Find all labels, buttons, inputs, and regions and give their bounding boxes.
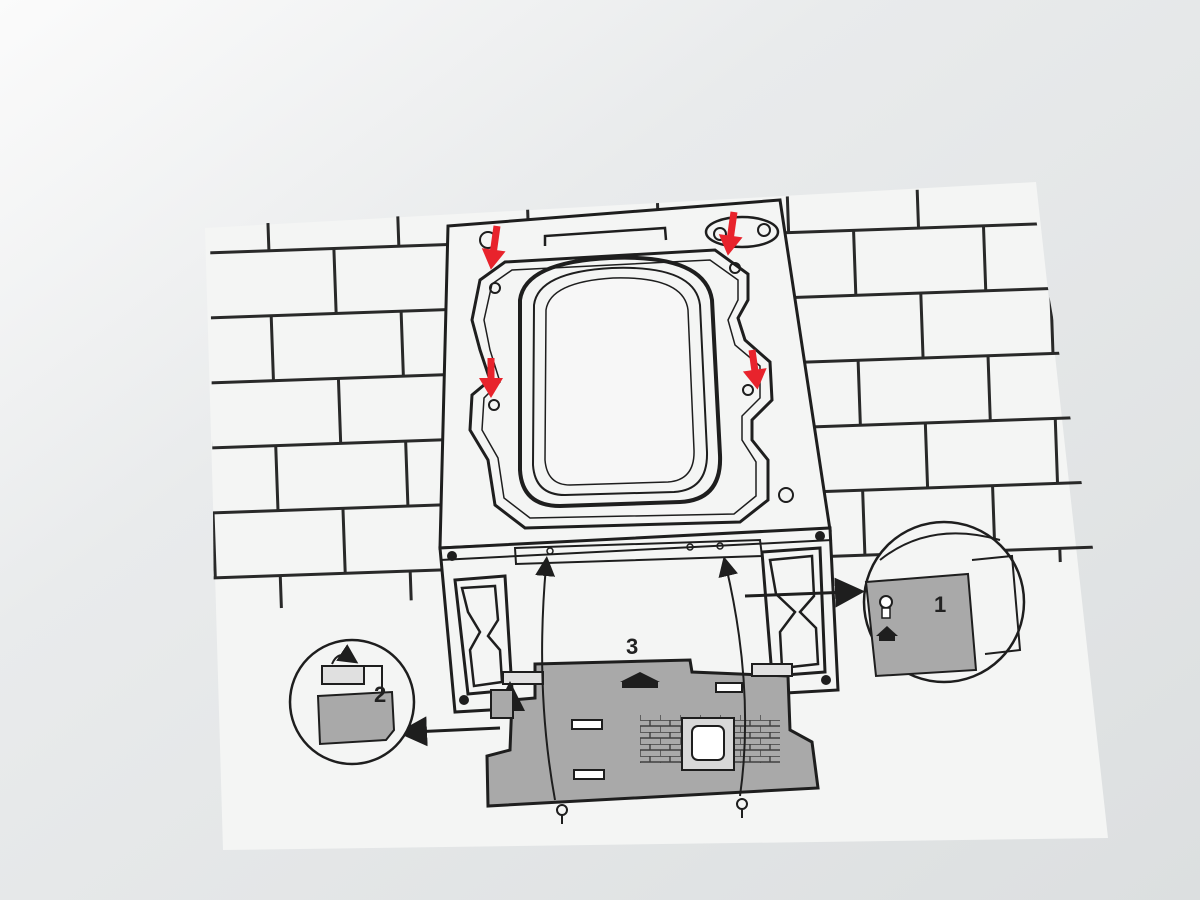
callout-1-label: 1 — [934, 592, 946, 617]
tub-flange — [468, 248, 774, 530]
plinth-panel — [485, 658, 820, 808]
callout-1-detail — [862, 520, 1026, 684]
callout-2-detail — [288, 638, 416, 766]
callout-2-label: 2 — [374, 682, 386, 707]
washing-machine — [438, 198, 840, 714]
drum-opening — [518, 255, 723, 509]
screw-icon — [556, 798, 748, 824]
step-3-label: 3 — [626, 634, 638, 659]
direction-arrow-icon — [620, 672, 660, 682]
red-arrow-icon — [479, 211, 767, 398]
screw-guides — [535, 556, 747, 801]
